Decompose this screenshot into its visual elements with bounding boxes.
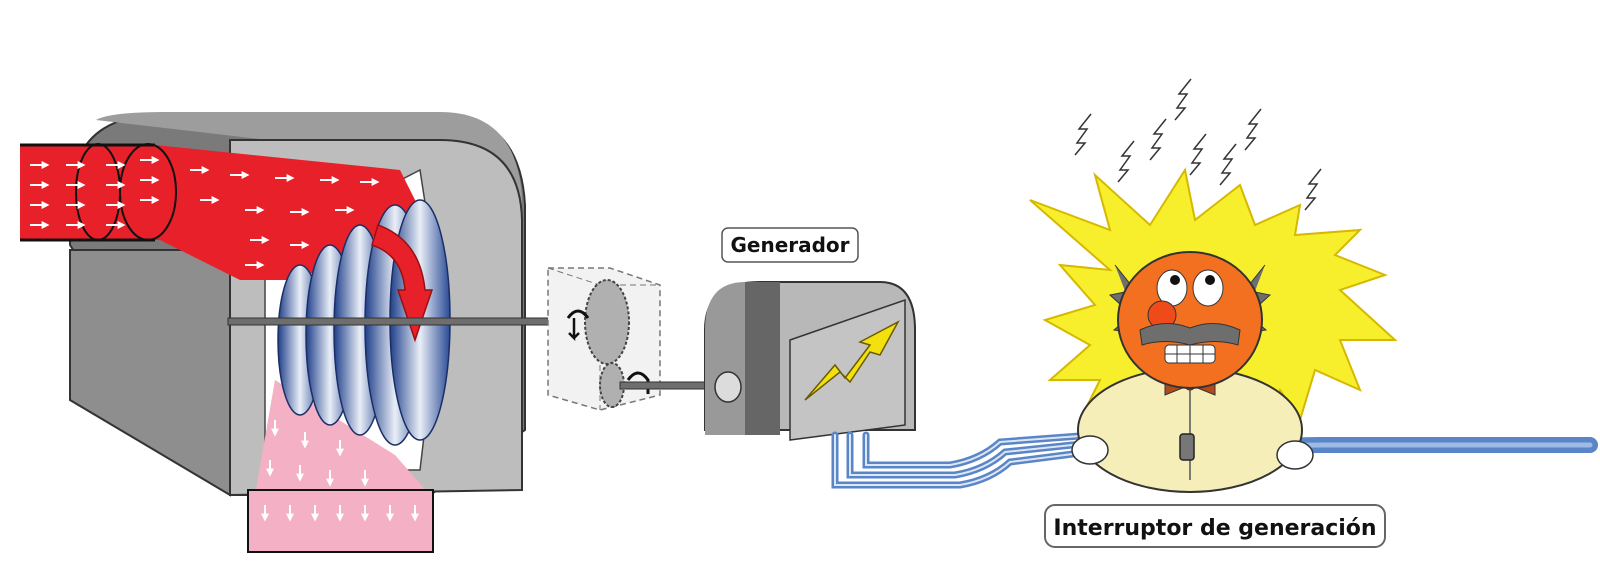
breaker-label: Interruptor de generación	[1053, 516, 1376, 541]
gearbox-icon	[547, 267, 661, 411]
generator-unit	[704, 281, 916, 441]
breaker-label-frame	[1044, 504, 1386, 548]
shocked-worker-figure	[1071, 251, 1314, 493]
generator-label: Generador	[730, 233, 849, 257]
rotation-arrow-icon	[371, 224, 434, 343]
steam-inlet-pipe	[20, 143, 420, 280]
generator-label-frame	[721, 227, 859, 263]
lightning-bolt-icon	[804, 320, 900, 401]
